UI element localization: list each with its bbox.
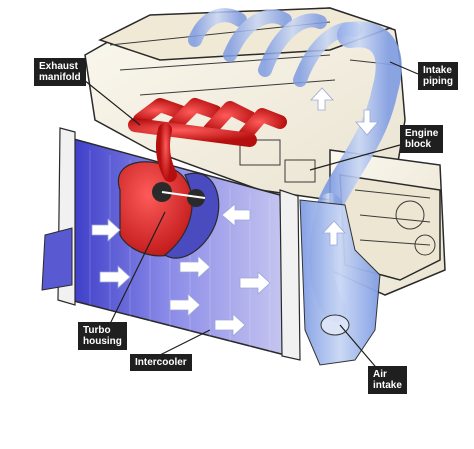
label-engine-block: Engine block [400,125,444,153]
label-intake-piping: Intake piping [418,62,458,90]
charge-pipe [299,199,381,366]
label-exhaust-manifold: Exhaust manifold [34,58,86,86]
label-intercooler: Intercooler [130,354,192,371]
exhaust-manifold-shape [128,98,287,182]
turbo-housing-shape [117,161,220,259]
airflow-arrows [91,87,379,337]
label-turbo-housing: Turbo housing [78,322,127,350]
label-air-intake: Air intake [368,366,407,394]
